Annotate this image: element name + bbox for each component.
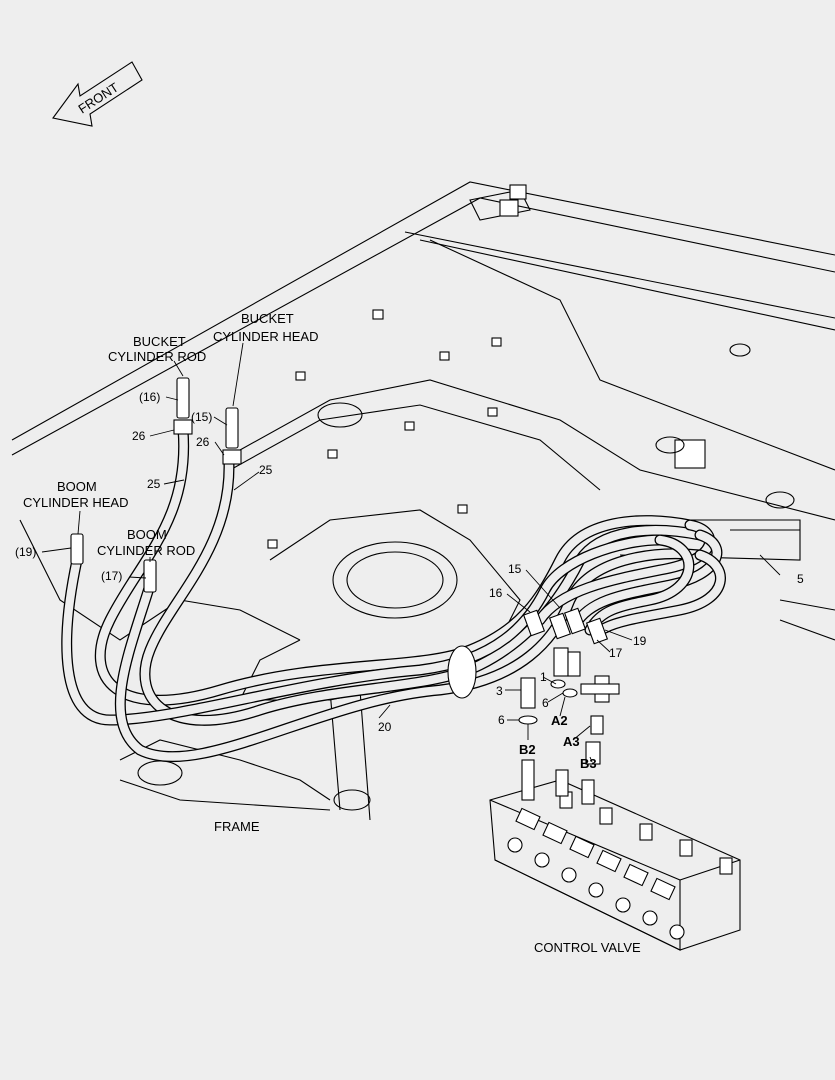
port-b2: B2 bbox=[519, 742, 536, 757]
port-a2: A2 bbox=[551, 713, 568, 728]
callout-20: 20 bbox=[378, 720, 392, 734]
cylinder-side-fittings bbox=[70, 377, 242, 593]
port-b3: B3 bbox=[580, 756, 597, 771]
fitting-15 bbox=[225, 407, 239, 449]
fitting-19 bbox=[70, 533, 84, 565]
callout-1: 1 bbox=[540, 670, 547, 684]
callout-19: 19 bbox=[633, 634, 647, 648]
boom-rod-label-1: BOOM bbox=[127, 527, 167, 542]
control-valve bbox=[489, 759, 741, 951]
callout-5: 5 bbox=[797, 572, 804, 586]
callout-numbers: (16) 26 (15) 26 25 25 (19) (17) 20 5 15 … bbox=[15, 390, 804, 734]
front-arrow: FRONT bbox=[52, 61, 143, 127]
boom-head-label-1: BOOM bbox=[57, 479, 97, 494]
callout-6-a: 6 bbox=[498, 713, 505, 727]
port-a3: A3 bbox=[563, 734, 580, 749]
callout-15: 15 bbox=[508, 562, 522, 576]
valve-side-fittings bbox=[518, 607, 620, 765]
bucket-head-label-1: BUCKET bbox=[241, 311, 294, 326]
leader-lines bbox=[41, 342, 781, 763]
text-labels: BUCKET CYLINDER ROD BUCKET CYLINDER HEAD… bbox=[23, 311, 641, 955]
callout-17-paren: (17) bbox=[101, 569, 122, 583]
port-labels: B2 A2 A3 B3 bbox=[519, 713, 597, 771]
control-valve-label: CONTROL VALVE bbox=[534, 940, 641, 955]
callout-26-a: 26 bbox=[132, 429, 146, 443]
valve-sections bbox=[507, 759, 733, 940]
frame-label: FRAME bbox=[214, 819, 260, 834]
boom-rod-label-2: CYLINDER ROD bbox=[97, 543, 195, 558]
bucket-rod-label-1: BUCKET bbox=[133, 334, 186, 349]
callout-16: 16 bbox=[489, 586, 503, 600]
bucket-head-label-2: CYLINDER HEAD bbox=[213, 329, 318, 344]
boom-head-label-2: CYLINDER HEAD bbox=[23, 495, 128, 510]
callout-3: 3 bbox=[496, 684, 503, 698]
hose-bundle bbox=[61, 424, 726, 763]
callout-25-b: 25 bbox=[259, 463, 273, 477]
fitting-3 bbox=[520, 677, 536, 709]
bucket-rod-label-2: CYLINDER ROD bbox=[108, 349, 206, 364]
callout-6-b: 6 bbox=[542, 696, 549, 710]
fitting-1 bbox=[553, 647, 569, 677]
fitting-16 bbox=[176, 377, 190, 419]
callout-15-paren: (15) bbox=[191, 410, 212, 424]
callout-25-a: 25 bbox=[147, 477, 161, 491]
callout-16-paren: (16) bbox=[139, 390, 160, 404]
callout-26-b: 26 bbox=[196, 435, 210, 449]
fitting-17 bbox=[143, 559, 157, 593]
callout-19-paren: (19) bbox=[15, 545, 36, 559]
upper-frame bbox=[11, 181, 835, 821]
callout-17: 17 bbox=[609, 646, 623, 660]
